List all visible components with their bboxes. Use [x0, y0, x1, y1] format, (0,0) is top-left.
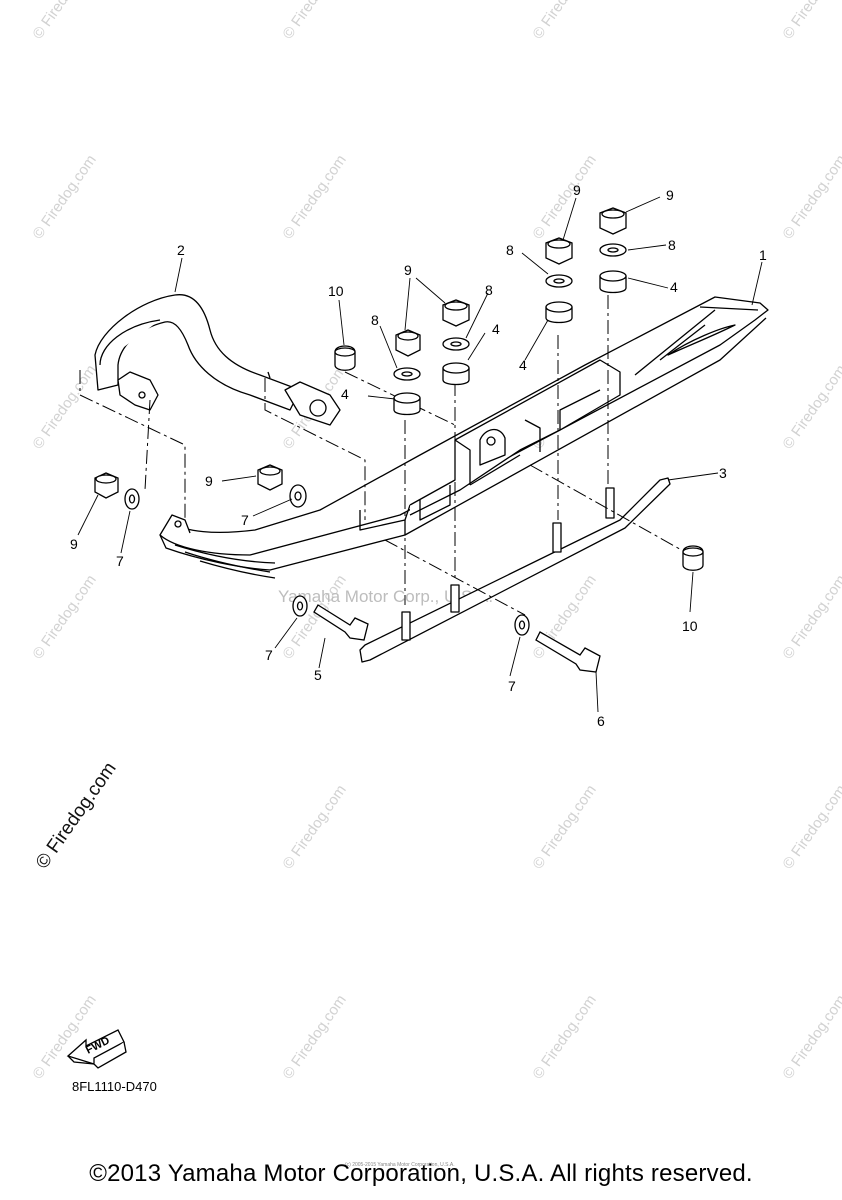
watermark: © Firedog.com — [29, 152, 99, 243]
faint-center-text: Yamaha Motor Corp., U.S.A. — [278, 587, 493, 606]
watermark: © Firedog.com — [279, 992, 349, 1083]
watermark: © Firedog.com — [779, 782, 842, 873]
callout-7: 7 — [241, 512, 249, 528]
callout-1: 1 — [759, 247, 767, 263]
callout-7: 7 — [265, 647, 273, 663]
callout-8: 8 — [668, 237, 676, 253]
watermark: © Firedog.com — [779, 362, 842, 453]
forward-arrow-icon: FWD — [66, 1029, 127, 1069]
callout-7: 7 — [116, 553, 124, 569]
leader-lines — [77, 196, 763, 713]
callout-8: 8 — [485, 282, 493, 298]
watermark: © Firedog.com — [29, 572, 99, 663]
callout-9: 9 — [205, 473, 213, 489]
watermark: © Firedog.com — [529, 152, 599, 243]
callout-4: 4 — [670, 279, 678, 295]
watermark: © Firedog.com — [279, 572, 349, 663]
tiny-note: (c) 2005-2015 Yamaha Motor Corporation, … — [345, 1162, 455, 1168]
watermark: © Firedog.com — [29, 0, 99, 42]
watermark: © Firedog.com — [529, 992, 599, 1083]
ski — [159, 296, 769, 579]
watermark-layer: © Firedog.com © Firedog.com © Firedog.co… — [29, 0, 842, 1082]
watermark: © Firedog.com — [279, 152, 349, 243]
watermark: © Firedog.com — [779, 0, 842, 42]
watermark: © Firedog.com — [29, 992, 99, 1083]
callout-4: 4 — [492, 321, 500, 337]
callouts: 1 2 3 4 4 4 4 5 6 7 7 7 7 8 8 8 8 9 9 9 … — [70, 182, 767, 729]
callout-9: 9 — [404, 262, 412, 278]
watermark: © Firedog.com — [779, 572, 842, 663]
callout-6: 6 — [597, 713, 605, 729]
watermark: © Firedog.com — [279, 0, 349, 42]
callout-3: 3 — [719, 465, 727, 481]
copyright-notice: ©2013 Yamaha Motor Corporation, U.S.A. A… — [89, 1160, 753, 1187]
callout-4: 4 — [341, 386, 349, 402]
watermark: © Firedog.com — [529, 782, 599, 873]
callout-9: 9 — [573, 182, 581, 198]
callout-8: 8 — [371, 312, 379, 328]
callout-5: 5 — [314, 667, 322, 683]
callout-9: 9 — [70, 536, 78, 552]
part-code: 8FL1110-D470 — [72, 1079, 157, 1094]
callout-9: 9 — [666, 187, 674, 203]
hardware — [94, 207, 704, 673]
callout-7: 7 — [508, 678, 516, 694]
callout-8: 8 — [506, 242, 514, 258]
alignment-lines — [79, 295, 686, 616]
watermark: © Firedog.com — [529, 0, 599, 42]
callout-10: 10 — [682, 618, 698, 634]
watermark: © Firedog.com — [779, 992, 842, 1083]
callout-10: 10 — [328, 283, 344, 299]
watermark-prominent: © Firedog.com — [32, 759, 121, 873]
wear-bar — [359, 477, 671, 663]
watermark: © Firedog.com — [279, 782, 349, 873]
watermark: © Firedog.com — [29, 362, 99, 453]
callout-2: 2 — [177, 242, 185, 258]
callout-4: 4 — [519, 357, 527, 373]
ski-loop-handle — [94, 294, 341, 426]
watermark: © Firedog.com — [779, 152, 842, 243]
